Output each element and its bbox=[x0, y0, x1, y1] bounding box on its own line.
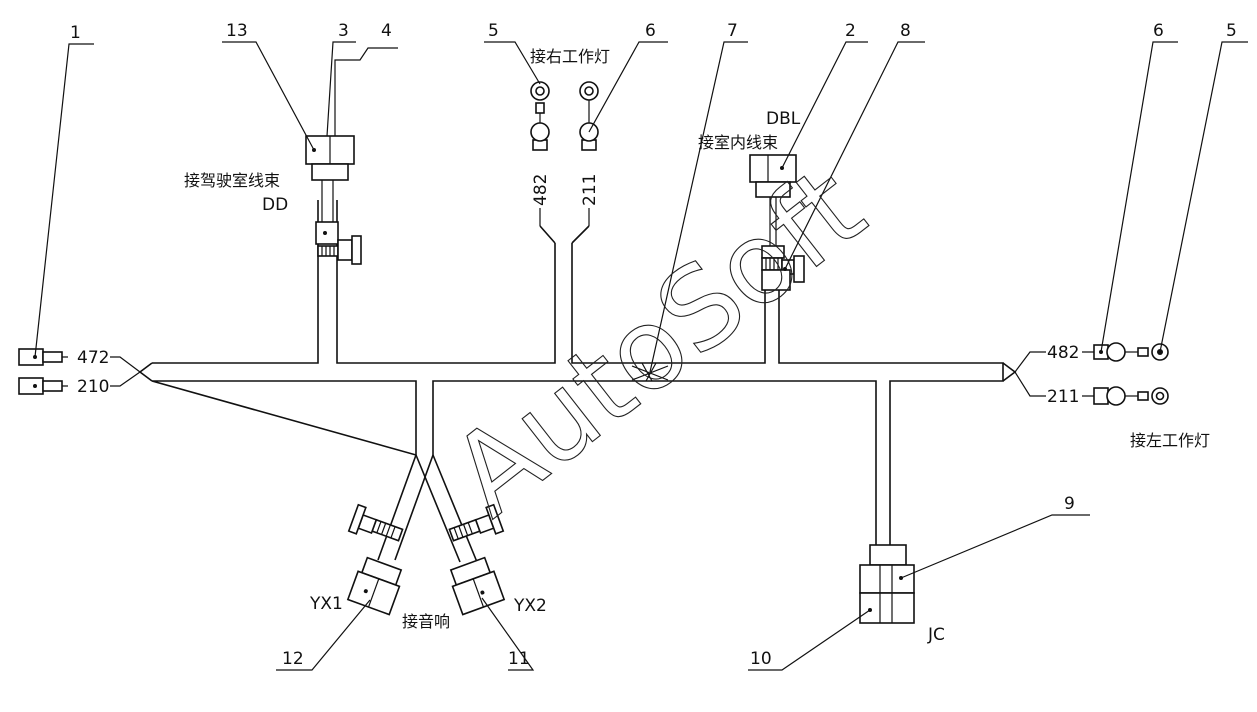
callout-9: 9 bbox=[1064, 494, 1075, 514]
callout-10: 10 bbox=[750, 649, 772, 669]
yx2-label: YX2 bbox=[513, 596, 547, 616]
wire-211-top-label: 211 bbox=[580, 174, 600, 206]
callout-5-right: 5 bbox=[1226, 21, 1237, 41]
callout-8: 8 bbox=[900, 21, 911, 41]
indoor-harness-label: 接室内线束 bbox=[698, 133, 778, 152]
cab-harness-code: DD bbox=[262, 195, 288, 215]
audio-label: 接音响 bbox=[402, 612, 450, 631]
callout-7: 7 bbox=[727, 21, 738, 41]
wire-210-label: 210 bbox=[77, 377, 109, 397]
cab-harness-branch: 13 3 4 接驾驶室线束 DD bbox=[184, 21, 398, 265]
wire-482-top-label: 482 bbox=[531, 174, 551, 206]
cab-harness-label: 接驾驶室线束 bbox=[184, 171, 280, 190]
wire-472-label: 472 bbox=[77, 348, 109, 368]
jc-connector: 9 10 JC bbox=[748, 494, 1090, 671]
indoor-harness-branch: DBL 接室内线束 2 8 bbox=[698, 21, 925, 291]
callout-12: 12 bbox=[282, 649, 304, 669]
indoor-harness-code: DBL bbox=[766, 109, 801, 129]
watermark: AutoSoft bbox=[429, 143, 888, 542]
callout-5-top: 5 bbox=[488, 21, 499, 41]
wire-211-right-label: 211 bbox=[1047, 387, 1079, 407]
left-terminals: 472 210 1 bbox=[18, 23, 141, 397]
callout-11: 11 bbox=[508, 649, 530, 669]
wire-482-right-label: 482 bbox=[1047, 343, 1079, 363]
audio-branch: YX1 YX2 接音响 12 11 bbox=[276, 454, 547, 671]
left-work-light-branch: 482 211 6 5 接左工作灯 bbox=[1002, 21, 1248, 450]
callout-3: 3 bbox=[338, 21, 349, 41]
right-work-light-branch: 482 211 5 6 接右工作灯 bbox=[484, 21, 668, 244]
jc-label: JC bbox=[927, 625, 945, 645]
callout-6-top: 6 bbox=[645, 21, 656, 41]
callout-6-right: 6 bbox=[1153, 21, 1164, 41]
callout-4: 4 bbox=[381, 21, 392, 41]
trunk-clamp: 7 bbox=[631, 21, 748, 382]
left-work-light-label: 接左工作灯 bbox=[1130, 431, 1210, 450]
callout-1: 1 bbox=[70, 23, 81, 43]
callout-2: 2 bbox=[845, 21, 856, 41]
callout-13: 13 bbox=[226, 21, 248, 41]
yx1-label: YX1 bbox=[309, 594, 343, 614]
right-work-light-label: 接右工作灯 bbox=[530, 47, 610, 66]
